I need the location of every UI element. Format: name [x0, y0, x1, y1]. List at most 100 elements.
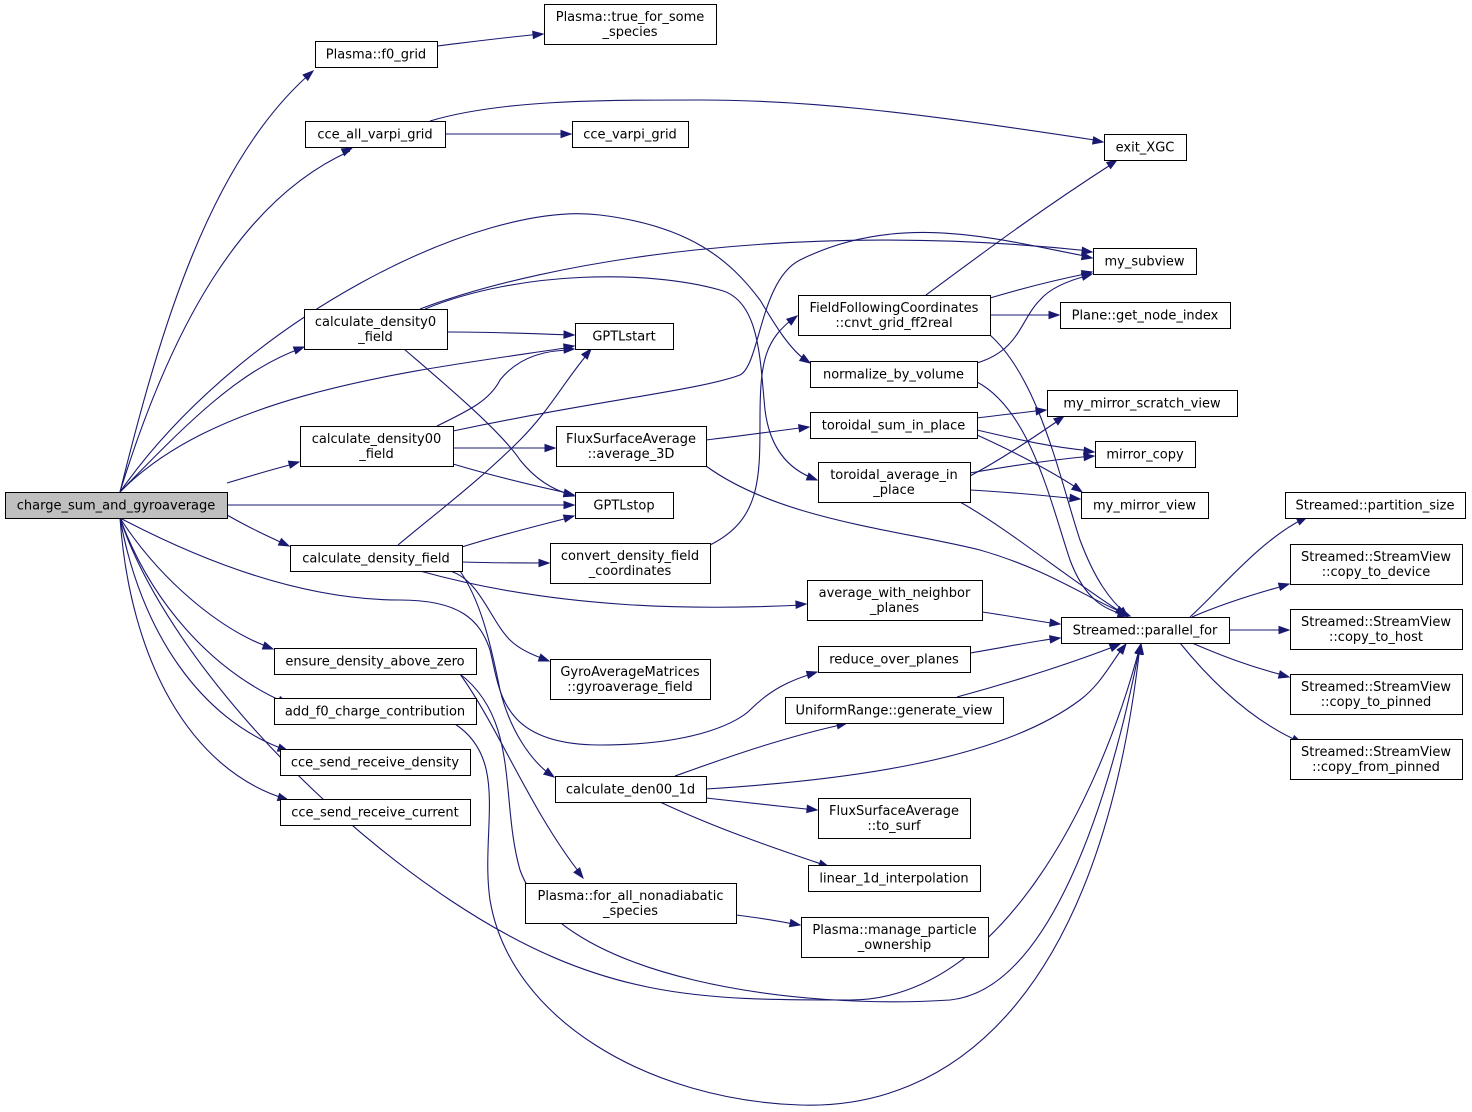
node-normalize[interactable]: normalize_by_volume	[810, 361, 978, 388]
arrowhead-icon	[1035, 406, 1048, 416]
node-box[interactable]	[810, 361, 978, 388]
node-cce_all_varpi[interactable]: cce_all_varpi_grid	[305, 121, 446, 148]
node-box[interactable]	[556, 426, 707, 467]
node-box[interactable]	[1290, 739, 1463, 780]
node-box[interactable]	[550, 659, 711, 700]
node-ensure_den[interactable]: ensure_density_above_zero	[274, 648, 477, 675]
node-avg_neighbor[interactable]: average_with_neighbor_planes	[807, 580, 983, 621]
node-box[interactable]	[1061, 617, 1230, 644]
node-box[interactable]	[290, 545, 463, 572]
node-box[interactable]	[274, 698, 477, 725]
edge-line	[436, 33, 542, 47]
node-box[interactable]	[1093, 248, 1197, 275]
node-true_for_some[interactable]: Plasma::true_for_some_species	[544, 4, 717, 45]
node-box[interactable]	[801, 917, 989, 958]
node-box[interactable]	[818, 646, 971, 673]
edge-calc_den00_1d-to-fsa_to_surf	[705, 797, 819, 814]
node-box[interactable]	[1290, 609, 1463, 650]
node-box[interactable]	[1047, 390, 1238, 417]
node-box[interactable]	[1081, 492, 1209, 519]
node-label-line: ::copy_to_host	[1329, 630, 1423, 645]
node-label-line: average_with_neighbor	[819, 586, 971, 601]
node-toroidal_avg[interactable]: toroidal_average_in_place	[818, 462, 971, 503]
node-calc_den0[interactable]: calculate_density0_field	[304, 309, 448, 350]
node-box[interactable]	[575, 323, 674, 350]
node-box[interactable]	[1290, 544, 1463, 585]
node-copy_host[interactable]: Streamed::StreamView::copy_to_host	[1290, 609, 1463, 650]
edge-toroidal_sum-to-mirror_copy	[976, 429, 1096, 456]
node-box[interactable]	[818, 462, 971, 503]
node-reduce_planes[interactable]: reduce_over_planes	[818, 646, 971, 673]
node-label-line: _field	[357, 330, 393, 345]
node-gptl_stop[interactable]: GPTLstop	[575, 492, 674, 519]
node-for_all_nonadiabatic[interactable]: Plasma::for_all_nonadiabatic_species	[525, 883, 737, 924]
node-parallel_for[interactable]: Streamed::parallel_for	[1061, 617, 1230, 644]
node-fsa_to_surf[interactable]: FluxSurfaceAverage::to_surf	[818, 798, 971, 839]
node-mirror_copy[interactable]: mirror_copy	[1095, 441, 1196, 468]
edge-toroidal_sum-to-mirror_scratch	[976, 406, 1048, 419]
node-fsa_avg3d[interactable]: FluxSurfaceAverage::average_3D	[556, 426, 707, 467]
node-box[interactable]	[555, 776, 707, 803]
node-ffc[interactable]: FieldFollowingCoordinates::cnvt_grid_ff2…	[798, 295, 991, 336]
arrowhead-icon	[1116, 642, 1127, 655]
node-box[interactable]	[798, 295, 991, 336]
arrowhead-icon	[1052, 415, 1066, 426]
node-root[interactable]: charge_sum_and_gyroaverage	[5, 492, 228, 519]
node-box[interactable]	[304, 309, 448, 350]
node-box[interactable]	[300, 426, 454, 467]
arrowhead-icon	[1069, 493, 1082, 503]
node-box[interactable]	[1104, 134, 1187, 161]
node-calc_den_field[interactable]: calculate_density_field	[290, 545, 463, 572]
node-linear_interp[interactable]: linear_1d_interpolation	[808, 865, 981, 892]
node-convert_den[interactable]: convert_density_field_coordinates	[550, 543, 711, 584]
node-uniform_range[interactable]: UniformRange::generate_view	[785, 697, 1004, 724]
node-cce_varpi[interactable]: cce_varpi_grid	[572, 121, 689, 148]
node-partition_size[interactable]: Streamed::partition_size	[1285, 492, 1466, 519]
node-toroidal_sum[interactable]: toroidal_sum_in_place	[810, 412, 978, 439]
node-box[interactable]	[1095, 441, 1196, 468]
node-box[interactable]	[1290, 674, 1463, 715]
node-manage_particle[interactable]: Plasma::manage_particle_ownership	[801, 917, 989, 958]
node-copy_from_pinned[interactable]: Streamed::StreamView::copy_from_pinned	[1290, 739, 1463, 780]
node-box[interactable]	[810, 412, 978, 439]
node-add_f0[interactable]: add_f0_charge_contribution	[274, 698, 477, 725]
edge-line	[925, 161, 1116, 296]
node-cce_density[interactable]: cce_send_receive_density	[280, 749, 471, 776]
node-cce_current[interactable]: cce_send_receive_current	[280, 799, 471, 826]
node-box[interactable]	[280, 799, 471, 826]
node-calc_den00[interactable]: calculate_density00_field	[300, 426, 454, 467]
node-box[interactable]	[274, 648, 477, 675]
node-box[interactable]	[5, 492, 228, 519]
node-gyro_field[interactable]: GyroAverageMatrices::gyroaverage_field	[550, 659, 711, 700]
node-box[interactable]	[575, 492, 674, 519]
node-exit_xgc[interactable]: exit_XGC	[1104, 134, 1187, 161]
node-box[interactable]	[315, 41, 438, 68]
node-box[interactable]	[280, 749, 471, 776]
node-box[interactable]	[808, 865, 981, 892]
node-box[interactable]	[544, 4, 717, 45]
node-mirror_scratch[interactable]: my_mirror_scratch_view	[1047, 390, 1238, 417]
node-box[interactable]	[550, 543, 711, 584]
node-f0_grid[interactable]: Plasma::f0_grid	[315, 41, 438, 68]
node-box[interactable]	[305, 121, 446, 148]
node-calc_den00_1d[interactable]: calculate_den00_1d	[555, 776, 707, 803]
node-box[interactable]	[1060, 302, 1231, 329]
node-label-line: GPTLstop	[593, 499, 654, 514]
edge-root-to-ensure_den	[119, 517, 275, 650]
node-box[interactable]	[807, 580, 983, 621]
node-get_node_index[interactable]: Plane::get_node_index	[1060, 302, 1231, 329]
node-label-line: Streamed::StreamView	[1301, 745, 1451, 760]
node-box[interactable]	[525, 883, 737, 924]
edge-line	[119, 347, 303, 493]
node-gptl_start[interactable]: GPTLstart	[575, 323, 674, 350]
node-copy_pinned[interactable]: Streamed::StreamView::copy_to_pinned	[1290, 674, 1463, 715]
node-label-line: ::gyroaverage_field	[567, 680, 693, 695]
node-box[interactable]	[1285, 492, 1466, 519]
node-mirror_view[interactable]: my_mirror_view	[1081, 492, 1209, 519]
node-label-line: Plasma::manage_particle	[812, 923, 976, 938]
node-box[interactable]	[785, 697, 1004, 724]
node-box[interactable]	[818, 798, 971, 839]
node-box[interactable]	[572, 121, 689, 148]
node-my_subview[interactable]: my_subview	[1093, 248, 1197, 275]
node-copy_device[interactable]: Streamed::StreamView::copy_to_device	[1290, 544, 1463, 585]
